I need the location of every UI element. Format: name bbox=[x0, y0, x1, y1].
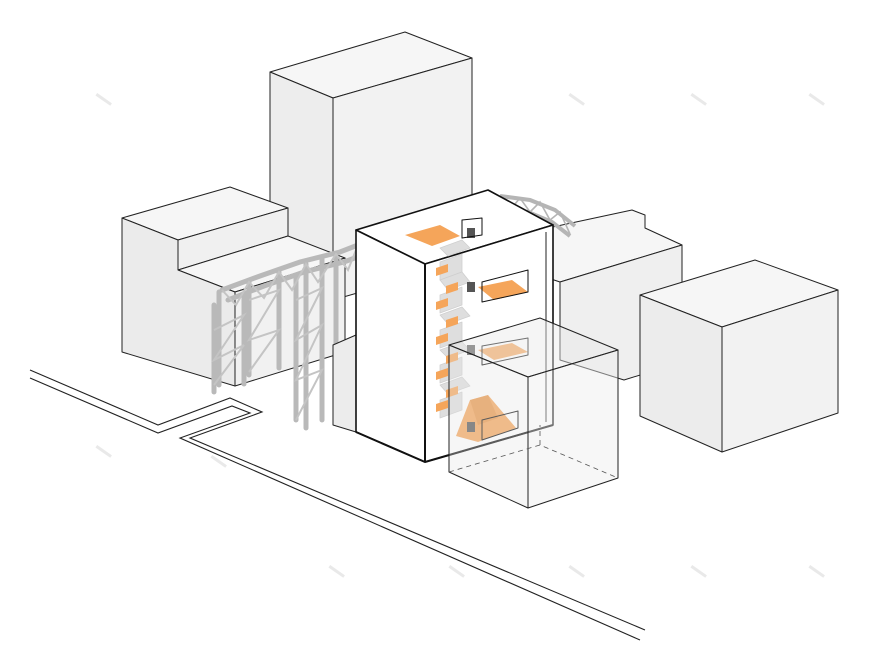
stair-landing-lower bbox=[478, 343, 528, 360]
truss-diagonals bbox=[211, 244, 359, 421]
stair-landing-top bbox=[405, 225, 460, 246]
watermark-layer bbox=[95, 93, 825, 578]
neighbor-block-far-right bbox=[639, 259, 839, 453]
window-dark-4 bbox=[467, 422, 475, 432]
low-block-front-left bbox=[332, 334, 357, 433]
truss-bridge bbox=[211, 242, 363, 431]
opening-1 bbox=[461, 217, 483, 239]
opening-2 bbox=[481, 269, 529, 303]
window-dark-3 bbox=[467, 345, 475, 355]
stair-landing-upper bbox=[478, 280, 528, 300]
street-curb bbox=[29, 369, 646, 641]
window-dark-2 bbox=[467, 282, 475, 292]
opening-4 bbox=[481, 410, 519, 441]
window-dark-1 bbox=[467, 228, 475, 238]
glass-annex bbox=[448, 317, 619, 509]
